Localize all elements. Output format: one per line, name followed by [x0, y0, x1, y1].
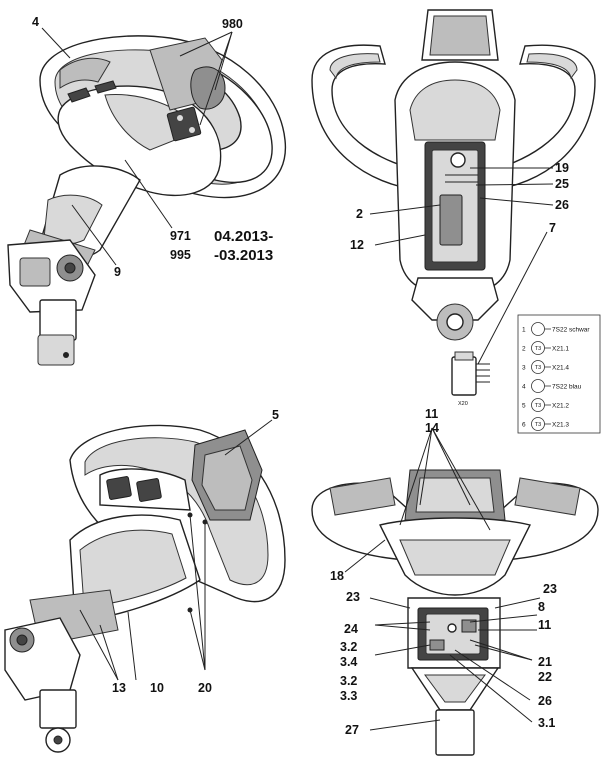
- label-10: 10: [150, 681, 164, 695]
- label-24: 24: [344, 622, 358, 636]
- label-23-left: 23: [346, 590, 360, 604]
- label-25: 25: [555, 177, 569, 191]
- tiller-head-side-view: [7, 27, 287, 366]
- label-995: 995: [170, 248, 191, 262]
- label-980: 980: [222, 17, 243, 31]
- date-range-end: -03.2013: [214, 247, 273, 264]
- label-11-top: 11: [425, 407, 438, 421]
- pin-number: 3: [522, 365, 526, 372]
- label-7: 7: [549, 221, 556, 235]
- tiller-head-front-view: [311, 427, 599, 756]
- pin-symbol: T3: [535, 346, 541, 352]
- connector-pin-table: [517, 314, 601, 434]
- label-13: 13: [112, 681, 126, 695]
- tiller-head-top-view: X20: [311, 9, 596, 407]
- label-23-right: 23: [543, 582, 557, 596]
- label-26-bottom: 26: [538, 694, 552, 708]
- label-8: 8: [538, 600, 545, 614]
- label-3-2-b: 3.2: [340, 674, 357, 688]
- pin-number: 5: [522, 403, 526, 410]
- label-5: 5: [272, 408, 279, 422]
- pin-destination: X21.4: [552, 365, 569, 372]
- label-971: 971: [170, 229, 191, 243]
- label-2: 2: [356, 207, 363, 221]
- pin-number: 4: [522, 384, 526, 391]
- pin-number: 2: [522, 346, 526, 353]
- pin-number: 1: [522, 327, 526, 334]
- pin-symbol: T3: [535, 422, 541, 428]
- pin-symbol: T3: [535, 403, 541, 409]
- label-19: 19: [555, 161, 569, 175]
- label-27: 27: [345, 723, 359, 737]
- label-3-4: 3.4: [340, 655, 357, 669]
- label-18: 18: [330, 569, 344, 583]
- connector-label: X20: [458, 401, 468, 407]
- label-12: 12: [350, 238, 364, 252]
- pin-destination: X21.3: [552, 422, 569, 429]
- pin-number: 6: [522, 422, 526, 429]
- label-3-1: 3.1: [538, 716, 555, 730]
- label-26-top: 26: [555, 198, 569, 212]
- label-9: 9: [114, 265, 121, 279]
- label-14: 14: [425, 421, 439, 435]
- pin-destination: X21.1: [552, 346, 569, 353]
- pin-symbol: T3: [535, 365, 541, 371]
- label-21: 21: [538, 655, 552, 669]
- pin-destination: X21.2: [552, 403, 569, 410]
- pin-destination: 7S22 schwar: [552, 327, 590, 334]
- part-labels: 4 980 971 995 9 04.2013- -03.2013 19 25 …: [32, 15, 569, 737]
- label-4: 4: [32, 15, 39, 29]
- label-11-bottom: 11: [538, 618, 551, 632]
- label-22: 22: [538, 670, 552, 684]
- label-20: 20: [198, 681, 212, 695]
- date-range-start: 04.2013-: [214, 228, 273, 245]
- label-3-3: 3.3: [340, 689, 357, 703]
- pin-circle: [531, 379, 545, 393]
- tiller-head-underside-view: [4, 419, 286, 753]
- pin-circle: [531, 322, 545, 336]
- pin-destination: 7S22 blau: [552, 384, 582, 391]
- label-3-2-a: 3.2: [340, 640, 357, 654]
